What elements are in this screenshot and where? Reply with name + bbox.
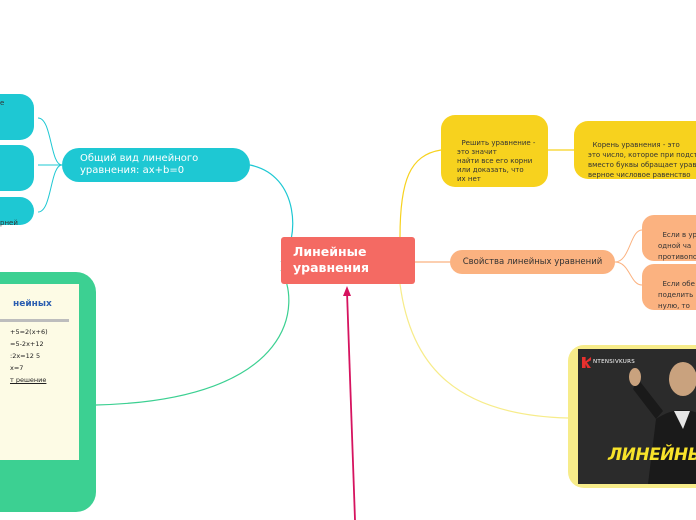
example-line: т решение — [10, 376, 46, 384]
properties-label: Свойства линейных уравнений — [463, 257, 603, 267]
solve-equation-text: Решить уравнение - это значит найти все … — [457, 139, 535, 183]
property-text-2: Если обе поделить нулю, то данному — [658, 280, 695, 310]
root-definition-text: Корень уравнения - это это число, которо… — [588, 141, 696, 179]
teal-leaf-top-text: е — [0, 99, 4, 107]
root-definition-node[interactable]: Корень уравнения - это это число, которо… — [574, 121, 696, 179]
example-divider — [0, 319, 69, 322]
promo-title: ЛИНЕЙНЫ — [608, 445, 696, 465]
teal-leaf-middle[interactable] — [0, 145, 34, 191]
example-image: нейных +5=2(x+6) =5-2x+12 :2x=12 5 x=7 т… — [0, 284, 79, 460]
promo-photo: NTENSIVKURS ЛИНЕЙНЫ — [578, 349, 696, 484]
example-title: нейных — [13, 299, 52, 309]
general-form-node[interactable]: Общий вид линейного уравнения: ax+b=0 — [62, 148, 250, 182]
example-line: =5-2x+12 — [10, 340, 44, 348]
example-line: +5=2(x+6) — [10, 328, 48, 336]
solve-equation-node[interactable]: Решить уравнение - это значит найти все … — [441, 115, 548, 187]
example-line: :2x=12 5 — [10, 352, 40, 360]
example-line: x=7 — [10, 364, 23, 372]
central-topic[interactable]: Линейные уравнения — [281, 237, 415, 284]
teal-leaf-bottom-text: рней — [0, 219, 18, 227]
central-topic-label: Линейные уравнения — [293, 244, 369, 275]
property-text-1: Если в ур одной ча противопо равносиль — [658, 231, 696, 261]
promo-image-node[interactable]: NTENSIVKURS ЛИНЕЙНЫ — [568, 345, 696, 488]
properties-node[interactable]: Свойства линейных уравнений — [450, 250, 615, 274]
general-form-label: Общий вид линейного уравнения: ax+b=0 — [80, 153, 198, 176]
property-node-2[interactable]: Если обе поделить нулю, то данному — [642, 264, 696, 310]
teal-leaf-top[interactable] — [0, 94, 34, 140]
example-panel[interactable]: нейных +5=2(x+6) =5-2x+12 :2x=12 5 x=7 т… — [0, 272, 96, 512]
property-node-1[interactable]: Если в ур одной ча противопо равносиль — [642, 215, 696, 261]
brand-name: NTENSIVKURS — [593, 359, 635, 365]
